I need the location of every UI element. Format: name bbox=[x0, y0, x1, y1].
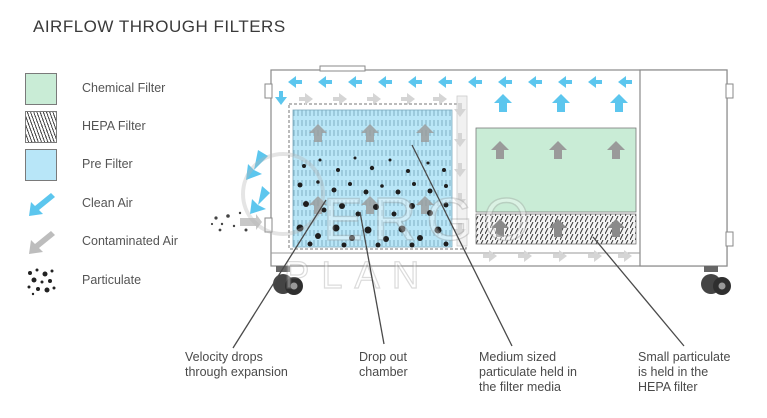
hepa-filter-swatch bbox=[25, 111, 57, 143]
legend-label: Pre Filter bbox=[82, 157, 133, 171]
intake-contaminated-air bbox=[210, 211, 262, 232]
watermark-line2: PLAN bbox=[284, 255, 431, 297]
particulate-icon bbox=[27, 268, 56, 296]
legend-item-chemical-filter: Chemical Filter bbox=[25, 73, 225, 107]
callout-leader-lines bbox=[232, 144, 685, 349]
intake-clean-air-arrows bbox=[246, 150, 270, 214]
dropout-chamber-outline bbox=[288, 103, 467, 250]
callout-dropout: Drop out chamber bbox=[359, 350, 408, 379]
legend-label: Particulate bbox=[82, 273, 142, 287]
page-title: AIRFLOW THROUGH FILTERS bbox=[33, 17, 286, 36]
particulate-dots bbox=[296, 156, 449, 248]
chemical-filter-panel bbox=[475, 127, 637, 213]
watermark: ERGO PLAN bbox=[241, 152, 540, 298]
callout-velocity: Velocity drops through expansion bbox=[185, 350, 288, 379]
legend-item-hepa-filter: HEPA Filter bbox=[25, 111, 225, 145]
callout-medium-particulate: Medium sized particulate held in the fil… bbox=[479, 350, 577, 394]
legend-item-pre-filter: Pre Filter bbox=[25, 149, 225, 183]
caster-wheels bbox=[273, 266, 731, 295]
chemical-filter-swatch bbox=[25, 73, 57, 105]
legend-label: Contaminated Air bbox=[82, 234, 178, 248]
pre-filter-swatch bbox=[25, 149, 57, 181]
watermark-line1: ERGO bbox=[323, 186, 540, 253]
clean-air-arrow-icon bbox=[29, 193, 55, 216]
callout-small-particulate: Small particulate is held in the HEPA fi… bbox=[638, 350, 731, 394]
legend-label: HEPA Filter bbox=[82, 119, 146, 133]
legend-label: Chemical Filter bbox=[82, 81, 166, 95]
contaminated-air-arrow-icon bbox=[29, 231, 55, 254]
legend-item-particulate: Particulate bbox=[25, 265, 225, 299]
legend-label: Clean Air bbox=[82, 196, 133, 210]
legend-item-clean-air: Clean Air bbox=[25, 188, 225, 222]
legend-item-contaminated-air: Contaminated Air bbox=[25, 226, 225, 260]
